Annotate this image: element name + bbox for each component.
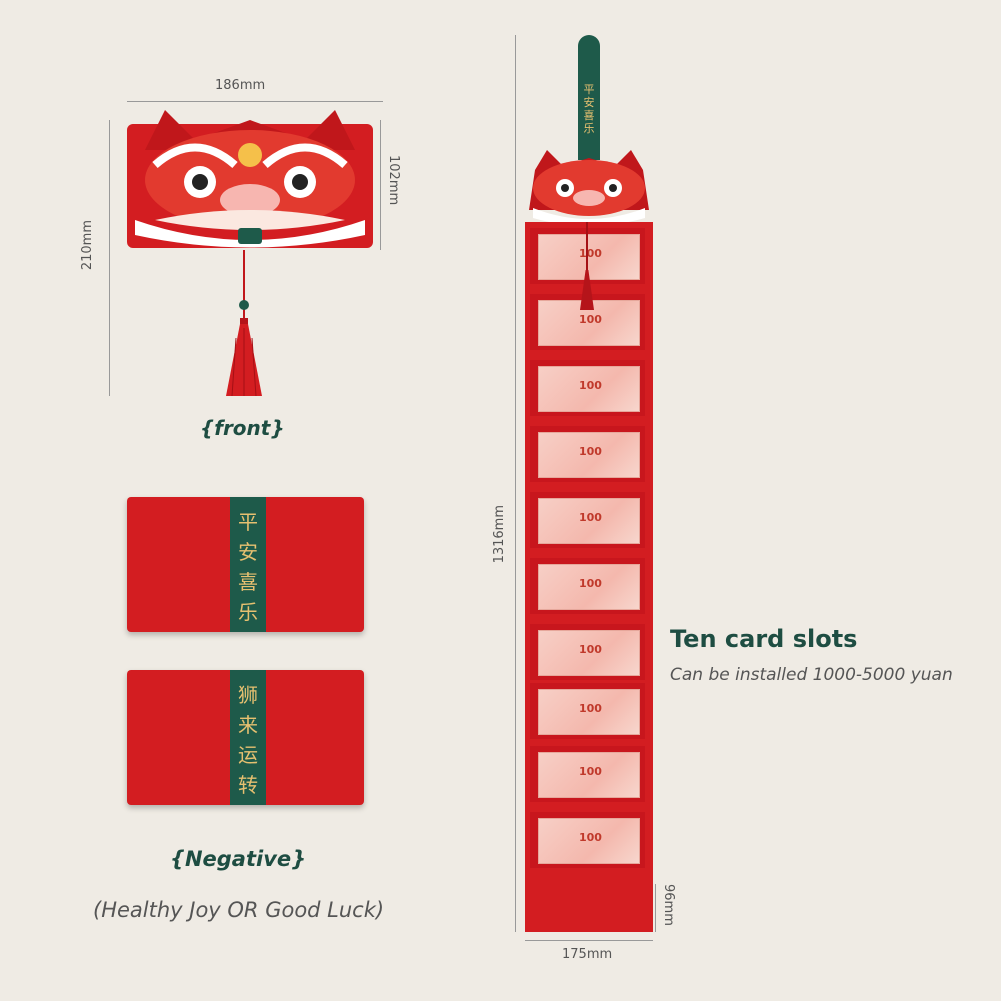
banknote: 100 [538,366,640,412]
tag-char: 喜 [583,109,595,122]
banknote-value: 100 [579,379,602,392]
strip-total-label: 1316mm [492,505,507,564]
negative-band-2: 狮 来 运 转 [230,670,266,805]
lion-face-icon [127,110,373,248]
tag-char: 安 [583,96,595,109]
info-subtitle: Can be installed 1000-5000 yuan [670,665,953,685]
front-width-label: 186mm [215,78,266,93]
front-total-line [109,120,110,396]
banknote: 100 [538,630,640,676]
strip-width-line [525,940,653,941]
banknote-value: 100 [579,247,602,260]
card-slot: 100 [530,360,645,416]
front-caption: {front} [200,416,285,440]
negative-band-1: 平 安 喜 乐 [230,497,266,632]
negative-panel-2: 狮 来 运 转 [127,670,364,805]
tag-char: 乐 [583,122,595,135]
tag-char: 平 [583,83,595,96]
front-total-label: 210mm [80,220,95,271]
banknote: 100 [538,752,640,798]
lion-clasp [238,228,262,244]
info-title: Ten card slots [670,625,858,653]
card-slot: 100 [530,492,645,548]
card-slot: 100 [530,558,645,614]
banknote-value: 100 [579,643,602,656]
band1-char: 喜 [238,570,258,594]
card-slot: 100 [530,426,645,482]
banknote: 100 [538,689,640,735]
band1-char: 乐 [238,600,258,624]
strip-tag: 平 安 喜 乐 [578,35,600,160]
tassel-icon [222,318,266,402]
banknote: 100 [538,564,640,610]
strip-tassel-cord [586,222,588,272]
banknote-value: 100 [579,445,602,458]
tassel-cord [243,250,245,320]
band2-char: 狮 [238,683,258,707]
negative-panel-1: 平 安 喜 乐 [127,497,364,632]
card-slot: 100 [530,812,645,868]
banknote-value: 100 [579,313,602,326]
tassel-bead [239,300,249,310]
banknote-value: 100 [579,577,602,590]
band1-char: 安 [238,540,258,564]
banknote: 100 [538,498,640,544]
card-slot: 100 [530,683,645,739]
strip-bottom-label: 96mm [661,884,676,926]
banknote: 100 [538,818,640,864]
strip-bottom-line [655,884,656,932]
banknote-value: 100 [579,765,602,778]
band1-char: 平 [238,510,258,534]
front-height-line [380,120,381,250]
band2-char: 转 [238,773,258,797]
front-width-line [127,101,383,102]
strip-lion-head [525,150,653,228]
banknote: 100 [538,432,640,478]
banknote-value: 100 [579,831,602,844]
card-slot: 100 [530,624,645,680]
banknote-value: 100 [579,702,602,715]
negative-caption: {Negative} [170,847,307,871]
banknote: 100 [538,234,640,280]
lion-face-icon [529,150,649,226]
strip-width-label: 175mm [562,947,613,962]
front-height-label: 102mm [386,155,401,206]
band2-char: 来 [238,713,258,737]
strip-total-line [515,35,516,932]
band2-char: 运 [238,743,258,767]
banknote-value: 100 [579,511,602,524]
negative-subcaption: (Healthy Joy OR Good Luck) [93,898,385,922]
lion-envelope [125,110,375,250]
card-slot: 100 [530,746,645,802]
